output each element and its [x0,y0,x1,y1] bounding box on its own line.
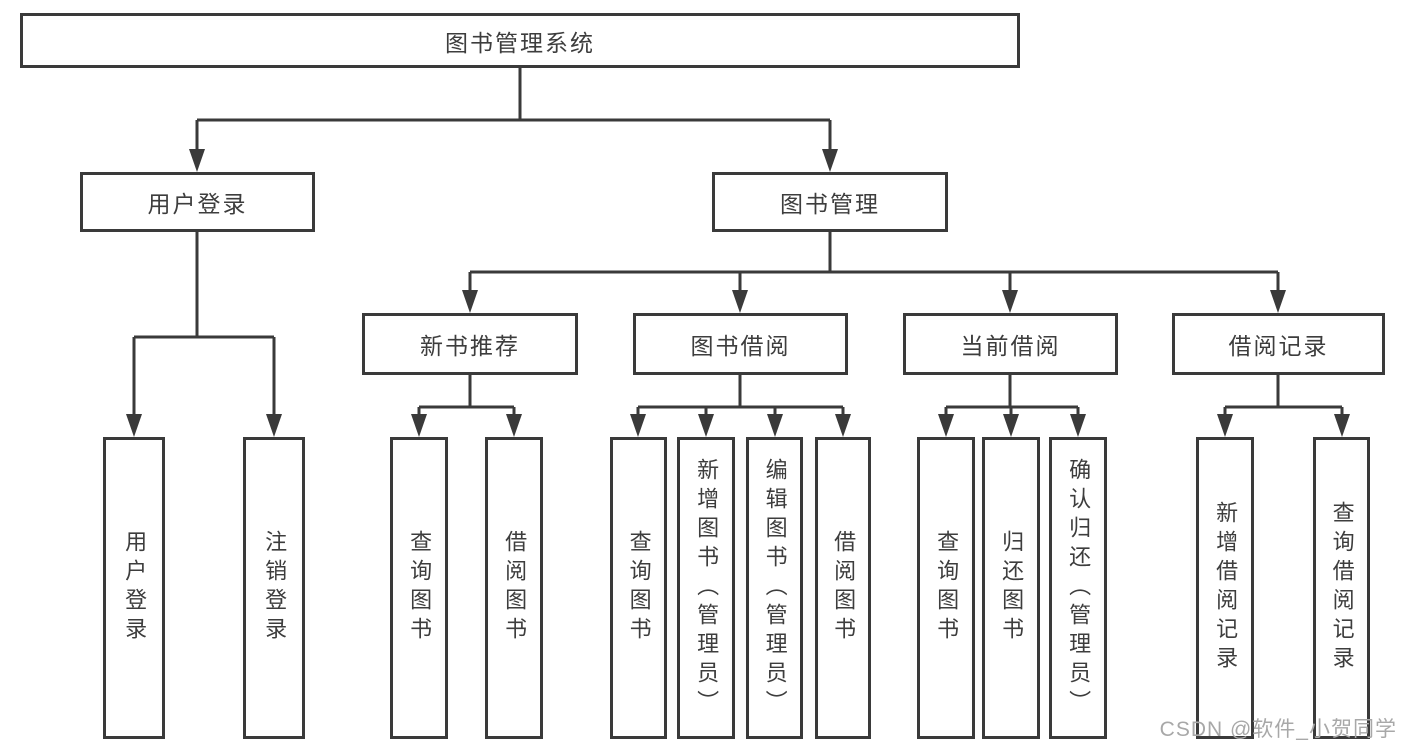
leaf-query-book-recommend-label: 查询图书 [407,530,433,646]
leaf-query-borrow-record-label: 查询借阅记录 [1329,501,1355,675]
connector-root-to-level2 [189,68,838,172]
leaf-query-book-borrow-label: 查询图书 [626,530,652,646]
arrow-down-icon [506,414,522,437]
leaf-logout: 注销登录 [243,437,305,739]
leaf-logout-label: 注销登录 [262,530,288,646]
leaf-edit-book-admin-label: 编辑图书（管理员） [762,457,788,719]
arrow-down-icon [732,290,748,313]
arrow-down-icon [1217,414,1233,437]
arrow-down-icon [266,414,282,437]
leaf-borrow-book-recommend-label: 借阅图书 [502,530,528,646]
node-user-login-label: 用户登录 [147,191,248,217]
leaf-borrow-book-borrow: 借阅图书 [815,437,871,739]
leaf-query-book-current-label: 查询图书 [934,530,960,646]
leaf-add-book-admin-label: 新增图书（管理员） [694,457,720,719]
arrow-down-icon [462,290,478,313]
leaf-borrow-book-borrow-label: 借阅图书 [831,530,857,646]
leaf-add-book-admin: 新增图书（管理员） [677,437,735,739]
arrow-down-icon [698,414,714,437]
node-new-book-recommend: 新书推荐 [362,313,578,375]
node-borrow-records-label: 借阅记录 [1228,333,1329,359]
connector-current-borrow-children [938,375,1086,437]
arrow-down-icon [126,414,142,437]
arrow-down-icon [835,414,851,437]
leaf-return-book-label: 归还图书 [999,530,1025,646]
leaf-confirm-return-admin: 确认归还（管理员） [1049,437,1107,739]
csdn-watermark: CSDN @软件_小贺同学 [1159,718,1397,741]
connector-new-book-recommend-children [411,375,522,437]
node-book-borrow: 图书借阅 [633,313,848,375]
node-root: 图书管理系统 [20,13,1020,68]
leaf-add-borrow-record-label: 新增借阅记录 [1213,501,1239,675]
leaf-add-borrow-record: 新增借阅记录 [1196,437,1254,739]
arrow-down-icon [189,149,205,172]
node-current-borrow: 当前借阅 [903,313,1118,375]
node-current-borrow-label: 当前借阅 [960,333,1061,359]
arrow-down-icon [630,414,646,437]
leaf-query-borrow-record: 查询借阅记录 [1313,437,1370,739]
leaf-return-book: 归还图书 [982,437,1040,739]
leaf-borrow-book-recommend: 借阅图书 [485,437,543,739]
leaf-user-login: 用户登录 [103,437,165,739]
connector-borrow-records-children [1217,375,1350,437]
arrow-down-icon [938,414,954,437]
arrow-down-icon [1002,290,1018,313]
node-book-management-label: 图书管理 [780,191,880,217]
leaf-query-book-borrow: 查询图书 [610,437,667,739]
connector-book-management-children [462,232,1286,313]
arrow-down-icon [822,149,838,172]
leaf-user-login-label: 用户登录 [122,530,148,646]
leaf-edit-book-admin: 编辑图书（管理员） [746,437,803,739]
arrow-down-icon [411,414,427,437]
leaf-query-book-current: 查询图书 [917,437,975,739]
arrow-down-icon [1070,414,1086,437]
connector-user-login-children [126,232,282,437]
node-book-management: 图书管理 [712,172,948,232]
node-borrow-records: 借阅记录 [1172,313,1385,375]
node-book-borrow-label: 图书借阅 [690,333,791,359]
leaf-query-book-recommend: 查询图书 [390,437,448,739]
node-user-login: 用户登录 [80,172,315,232]
arrow-down-icon [1334,414,1350,437]
node-root-label: 图书管理系统 [445,29,595,56]
leaf-confirm-return-admin-label: 确认归还（管理员） [1066,457,1092,719]
node-new-book-recommend-label: 新书推荐 [420,333,520,359]
connector-book-borrow-children [630,375,851,437]
arrow-down-icon [1270,290,1286,313]
arrow-down-icon [1003,414,1019,437]
arrow-down-icon [767,414,783,437]
